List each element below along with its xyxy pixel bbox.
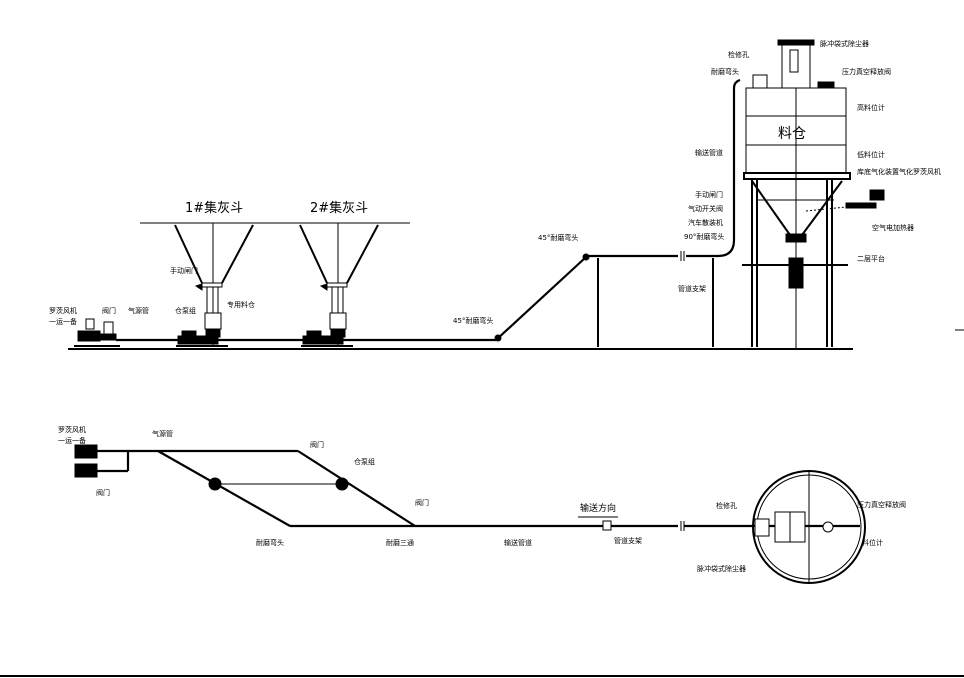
label-air-pipe: 气源管 (128, 306, 149, 315)
label-pipe-support: 管道支架 (678, 284, 706, 293)
plan-label-pulse-collector: 脉冲袋式除尘器 (697, 564, 746, 573)
branch-upper (297, 450, 416, 527)
label-elbow-45-upper: 45°耐磨弯头 (538, 233, 578, 242)
label-pulse-collector: 脉冲袋式除尘器 (820, 39, 869, 48)
label-manhole: 检修孔 (728, 50, 749, 59)
plan-label-air-pipe: 气源管 (152, 429, 173, 438)
label-pressure-valve: 压力真空释放阀 (842, 67, 891, 76)
label-dedicated-bin: 专用料仓 (227, 300, 255, 309)
plan-label-manhole: 检修孔 (716, 501, 737, 510)
plan-label-elbow: 耐磨弯头 (256, 538, 284, 547)
elevation-view: 1#集灰斗 2#集灰斗 (49, 39, 941, 350)
inclined-pipe (495, 257, 586, 341)
label-high-level: 高料位计 (857, 103, 885, 112)
label-elbow-45-lower: 45°耐磨弯头 (453, 316, 493, 325)
plan-label-direction: 输送方向 (580, 502, 616, 514)
elbow-45-lower (494, 334, 502, 342)
label-platform: 二层平台 (857, 254, 885, 263)
label-air-heater: 空气电加热器 (872, 223, 914, 232)
feeder-pump-1 (208, 477, 222, 491)
label-fluidizing-blower: 库底气化装置气化罗茨风机 (857, 167, 941, 176)
plan-label-valve-mid: 阀门 (310, 440, 324, 449)
plan-label-valve-right: 阀门 (415, 498, 429, 507)
label-valve: 阀门 (102, 306, 116, 315)
label-manual-gate: 手动闸门 (170, 266, 198, 275)
plan-label-level-meter: 料位计 (862, 538, 883, 547)
plan-label-feeder-pump: 仓泵组 (354, 457, 375, 466)
plan-label-roots-blower: 罗茨风机 (58, 425, 86, 434)
plan-view: 罗茨风机 一运一备 气源管 阀门 阀门 仓泵组 阀门 耐磨弯头 耐磨三通 输送管… (58, 425, 906, 584)
hopper-2: 2#集灰斗 (299, 200, 379, 347)
plan-label-conveying-pipe: 输送管道 (504, 538, 532, 547)
label-feeder-pump: 仓泵组 (175, 306, 196, 315)
branch-lower (157, 450, 291, 527)
plan-label-pressure-valve: 压力真空释放阀 (857, 500, 906, 509)
plan-label-one-duty-standby: 一运一备 (58, 436, 86, 445)
blower-1 (74, 444, 98, 459)
label-conveying-pipe: 输送管道 (695, 148, 723, 157)
hopper-1-title: 1#集灰斗 (185, 200, 243, 216)
plan-label-pipe-support: 管道支架 (614, 536, 642, 545)
label-elbow-90: 90°耐磨弯头 (684, 232, 724, 241)
silo-title: 料仓 (778, 126, 806, 142)
plan-label-tee: 耐磨三通 (386, 538, 414, 547)
blower-2 (74, 463, 98, 478)
label-truck-loader: 汽车散装机 (688, 218, 723, 227)
feeder-pump-2 (335, 477, 349, 491)
pipe-support-plan (602, 520, 612, 531)
roots-blower-elevation (74, 318, 120, 347)
hopper-2-title: 2#集灰斗 (310, 200, 368, 216)
plan-label-valve-left: 阀门 (96, 488, 110, 497)
label-one-duty-standby: 一运一备 (49, 317, 77, 326)
riser-pipe (686, 78, 741, 258)
label-roots-blower: 罗茨风机 (49, 306, 77, 315)
label-pneumatic-valve: 气动开关阀 (688, 204, 723, 213)
label-elbow-top: 耐磨弯头 (711, 67, 739, 76)
label-manual-gate-silo: 手动闸门 (695, 190, 723, 199)
label-low-level: 低料位计 (857, 150, 885, 159)
silo: 料仓 (742, 39, 885, 349)
